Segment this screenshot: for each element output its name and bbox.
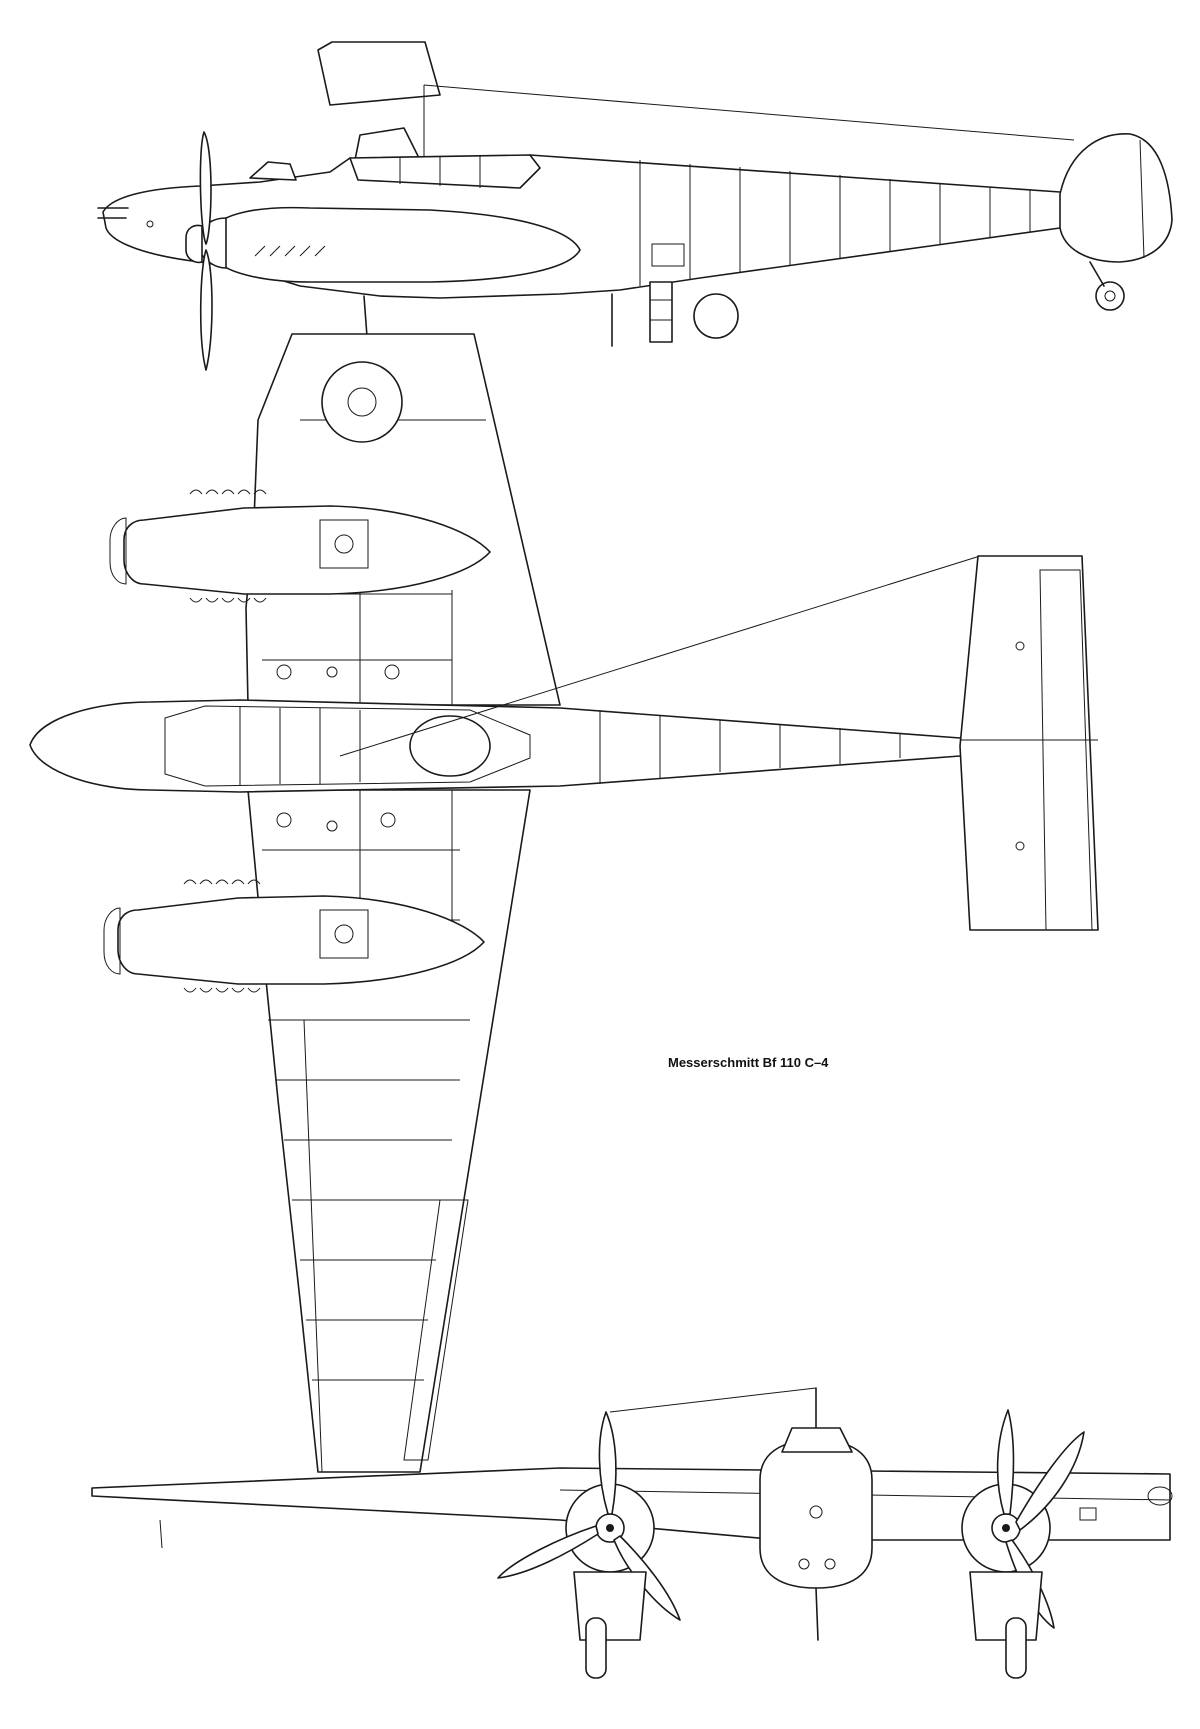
drawing-caption: Messerschmitt Bf 110 C–4 (668, 1055, 829, 1070)
plan-view (29, 333, 1099, 1473)
front-view (91, 1387, 1173, 1679)
side-view (97, 41, 1173, 371)
